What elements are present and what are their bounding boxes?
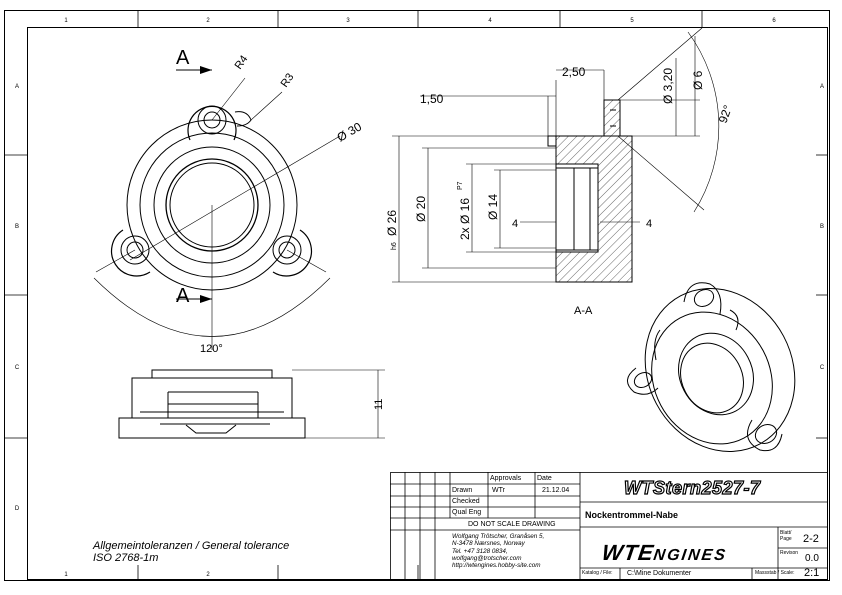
col-label-3: 3 xyxy=(346,18,350,24)
general-tolerance-line2: ISO 2768-1m xyxy=(93,552,159,564)
col-label-6: 6 xyxy=(772,18,776,24)
catalog-label: Katalog / File: xyxy=(582,570,613,576)
dim-w250: 2,50 xyxy=(562,65,586,79)
drawn-by: WTr xyxy=(492,487,505,494)
part-number: WTStern2527-7 xyxy=(623,477,761,498)
isometric-view xyxy=(627,282,796,453)
dim-dia20: Ø 20 xyxy=(414,196,428,222)
address-line: wolfgang@trotscher.com xyxy=(452,554,522,562)
dim-height11: 11 xyxy=(373,399,385,410)
dim-len4-right: 4 xyxy=(646,218,652,230)
section-view xyxy=(547,99,633,283)
address-line: http://wtengines.hobby-site.com xyxy=(452,562,541,570)
col-label-2: 2 xyxy=(206,18,210,24)
part-name: Nockentrommel-Nabe xyxy=(585,510,679,520)
logo-small: NGINES xyxy=(652,547,729,564)
section-arrow-top xyxy=(200,66,212,74)
general-tolerance-line1: Allgemeintoleranzen / General tolerance xyxy=(93,540,290,552)
dim-r4: R4 xyxy=(233,53,251,71)
dim-dia6: Ø 6 xyxy=(691,70,705,90)
dim-dia320: Ø 3,20 xyxy=(661,68,675,104)
drawn-date: 21.12.04 xyxy=(542,487,570,494)
side-view xyxy=(118,369,306,439)
dim-w150: 1,50 xyxy=(420,92,444,106)
address-block: Wolfgang Trötscher, Granåsen 5, N-3478 N… xyxy=(452,533,544,569)
dim-dia14: Ø 14 xyxy=(486,194,500,220)
row-label-b-right: B xyxy=(820,224,824,230)
dim-dia16-tol: P7 xyxy=(457,181,464,190)
title-block-grid xyxy=(390,472,828,580)
row-label-c: C xyxy=(15,365,20,371)
do-not-scale: DO NOT SCALE DRAWING xyxy=(468,521,556,528)
section-label-top: A xyxy=(176,47,190,69)
row-label-d: D xyxy=(15,506,20,512)
front-view-dimensions xyxy=(93,69,341,350)
qual-eng-label: Qual Eng xyxy=(452,509,482,516)
col-label-1: 1 xyxy=(64,18,68,24)
scale-value: 2:1 xyxy=(804,567,820,579)
section-label-bottom: A xyxy=(176,285,190,307)
catalog-value: C:\Mine Dokumenter xyxy=(627,570,692,577)
dim-angle120: 120° xyxy=(200,343,223,355)
sheet-value: 2-2 xyxy=(803,533,819,545)
approvals-header: Approvals xyxy=(490,475,522,482)
logo-big: WTE xyxy=(600,540,656,565)
drawn-label: Drawn xyxy=(452,487,473,494)
address-line: N-3478 Nærsnes, Norway xyxy=(452,540,525,548)
row-label-c-right: C xyxy=(820,365,825,371)
row-label-a-right: A xyxy=(820,84,824,90)
section-view-title: A-A xyxy=(574,305,593,317)
address-line: Tel. +47 3128 0834, xyxy=(452,547,508,555)
section-dimensions xyxy=(392,27,720,283)
company-logo: WTENGINES xyxy=(600,540,729,566)
col-label-1-bottom: 1 xyxy=(64,572,68,578)
checked-label: Checked xyxy=(452,498,480,505)
row-label-a: A xyxy=(15,84,19,90)
row-label-b: B xyxy=(15,224,19,230)
dim-dia26-tol: h6 xyxy=(391,242,398,250)
grid-ticks xyxy=(4,10,828,580)
sheet-label: Blatt/ Page xyxy=(780,530,792,542)
side-view-dim-11 xyxy=(292,369,385,439)
scale-label: Massstab / Scale: xyxy=(755,570,795,576)
outer-frame xyxy=(4,10,830,581)
dim-r3: R3 xyxy=(279,71,297,89)
date-header: Date xyxy=(537,475,552,482)
section-arrow-bottom xyxy=(200,295,212,303)
revision-label: Revison xyxy=(780,550,799,556)
revision-value: 0.0 xyxy=(805,553,819,564)
col-label-2-bottom: 2 xyxy=(206,572,210,578)
front-view xyxy=(110,105,313,291)
dim-dia16: 2x Ø 16 xyxy=(458,198,472,240)
address-line: Wolfgang Trötscher, Granåsen 5, xyxy=(452,533,545,540)
dim-dia26: Ø 26 xyxy=(385,210,399,236)
col-label-5: 5 xyxy=(630,18,634,24)
dim-dia30: Ø 30 xyxy=(335,119,365,144)
col-label-4: 4 xyxy=(488,18,492,24)
dim-angle92: 92° xyxy=(716,103,735,125)
dim-len4-left: 4 xyxy=(512,218,518,230)
